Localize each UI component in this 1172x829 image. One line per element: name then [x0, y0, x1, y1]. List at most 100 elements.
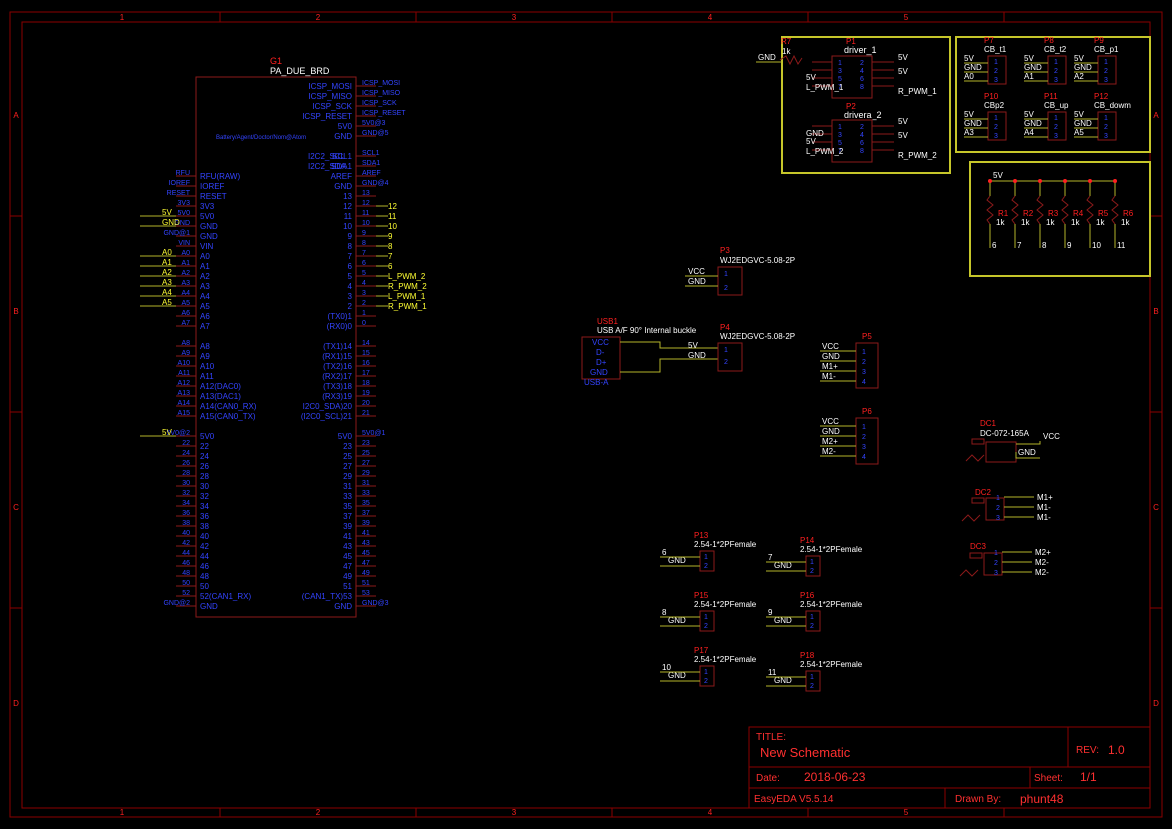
g1-left-pin-label: A8	[200, 342, 210, 351]
g1-left-pin-label: A10	[200, 362, 215, 371]
header-net-gnd: GND	[668, 671, 686, 680]
g1-right-pin-number: GND@5	[362, 130, 389, 137]
p6-net: GND	[822, 427, 840, 436]
cb-pin: 1	[1054, 59, 1058, 66]
cb-net: GND	[1074, 119, 1092, 128]
g1-right-pin-label: SDA1	[331, 162, 352, 171]
resistor-ref: R4	[1073, 209, 1084, 218]
dc3-ref: DC3	[970, 542, 987, 551]
g1-right-pin-number: ICSP_RESET	[362, 110, 406, 117]
g1-right-pin-number: 14	[362, 340, 370, 347]
border-row-label-left: C	[13, 503, 19, 512]
g1-right-pin-number: 29	[362, 470, 370, 477]
g1-right-pin-label: 47	[343, 562, 352, 571]
p3-pin2: 2	[724, 285, 728, 292]
cb-ref: P11	[1044, 92, 1058, 101]
g1-right-pin-label: ICSP_SCK	[312, 102, 352, 111]
g1-left-pin-label: 3V3	[200, 202, 215, 211]
p3-connector[interactable]: P3 WJ2EDGVC-5.08-2P 1 2 VCC GND	[685, 246, 795, 296]
dc2-pin: 1	[996, 495, 1000, 502]
g1-right-pin-label: 2	[348, 302, 353, 311]
g1-right-pin-label: 8	[348, 242, 353, 251]
res-net-top: 5V	[993, 171, 1003, 180]
p2-body	[831, 119, 873, 163]
cb-pin: 3	[1104, 77, 1108, 84]
g1-right-pin-label: 43	[343, 542, 352, 551]
header-ref: P18	[800, 651, 815, 660]
dc2-net: M1-	[1037, 513, 1051, 522]
g1-right-pin-label: 31	[343, 482, 352, 491]
rev-value: 1.0	[1108, 743, 1125, 757]
g1-right-pin-label: (TX0)1	[328, 312, 353, 321]
p1-right-pin: 4	[860, 68, 864, 75]
g1-right-pin-label: ICSP_RESET	[302, 112, 352, 121]
g1-right-pin-number: 8	[362, 240, 366, 247]
g1-left-pin-number: A8	[181, 340, 190, 347]
resistor-ref: R1	[998, 209, 1009, 218]
g1-right-pin-number: 20	[362, 400, 370, 407]
g1-left-pin-number: A13	[178, 390, 191, 397]
dc3-net: M2+	[1035, 548, 1051, 557]
dc3-jack[interactable]: DC3 M2+1M2-2M2-3	[959, 542, 1051, 577]
g1-left-pin-number: 40	[182, 530, 190, 537]
g1-right-pin-label: 3	[348, 292, 353, 301]
g1-left-pin-label: GND	[200, 222, 218, 231]
g1-right-pin-label: 12	[343, 202, 352, 211]
g1-right-pin-number: 27	[362, 460, 370, 467]
g1-right-pin-number: 15	[362, 350, 370, 357]
p2-left-net: L_PWM_2	[806, 147, 844, 156]
p3-value: WJ2EDGVC-5.08-2P	[720, 256, 795, 265]
g1-left-pin-label: A4	[200, 292, 210, 301]
resistor-ref: R5	[1098, 209, 1109, 218]
p4-value: WJ2EDGVC-5.08-2P	[720, 332, 795, 341]
g1-right-pin-number: 23	[362, 440, 370, 447]
arduino-due-symbol[interactable]: G1 PA_DUE_BRD Battery/Agent/Doctor/Nom@A…	[140, 56, 427, 618]
usb1-connector[interactable]: USB1 USB A/F 90° Internal buckle VCC D- …	[581, 317, 795, 387]
dc1-jack[interactable]: DC1 DC-072-165A VCC GND	[965, 419, 1060, 463]
cb-pin: 3	[994, 77, 998, 84]
dc2-jack[interactable]: DC2 M1+1M1-2M1-3	[961, 488, 1053, 522]
dc1-net-gnd: GND	[1018, 448, 1036, 457]
g1-left-pin-label: 5V0	[200, 212, 215, 221]
header-ref: P17	[694, 646, 709, 655]
p3-pin1: 1	[724, 271, 728, 278]
cb-ref: P7	[984, 36, 994, 45]
p2-left-pin: 7	[838, 148, 842, 155]
cb-pin: 2	[1104, 124, 1108, 131]
p4-net-1: 5V	[688, 341, 698, 350]
p1-right-net: R_PWM_1	[898, 87, 937, 96]
resistor-value: 1k	[1121, 218, 1130, 227]
g1-right-pin-number: 19	[362, 390, 370, 397]
border-row-label-right: D	[1153, 699, 1159, 708]
header-ref: P15	[694, 591, 709, 600]
g1-left-pin-label: 34	[200, 502, 209, 511]
resistor-value: 1k	[1046, 218, 1055, 227]
g1-left-pin-label: GND	[200, 232, 218, 241]
g1-right-pin-number: GND@4	[362, 180, 389, 187]
g1-left-pin-number: IOREF	[169, 180, 190, 187]
g1-left-net-label: GND	[162, 218, 180, 227]
g1-left-pin-label: 5V0	[200, 432, 215, 441]
p1-left-pin: 7	[838, 84, 842, 91]
p1-right-pin: 6	[860, 76, 864, 83]
dc2-ref: DC2	[975, 488, 992, 497]
g1-right-pin-label: 45	[343, 552, 352, 561]
header-ref: P14	[800, 536, 815, 545]
g1-left-pin-number: 30	[182, 480, 190, 487]
g1-right-pin-number: GND@3	[362, 600, 389, 607]
cb-ref: P8	[1044, 36, 1054, 45]
g1-right-pin-label: 39	[343, 522, 352, 531]
g1-left-pin-number: 24	[182, 450, 190, 457]
g1-left-pin-number: VIN	[178, 240, 190, 247]
cb-net: GND	[1024, 63, 1042, 72]
p2-left-pin: 1	[838, 124, 842, 131]
